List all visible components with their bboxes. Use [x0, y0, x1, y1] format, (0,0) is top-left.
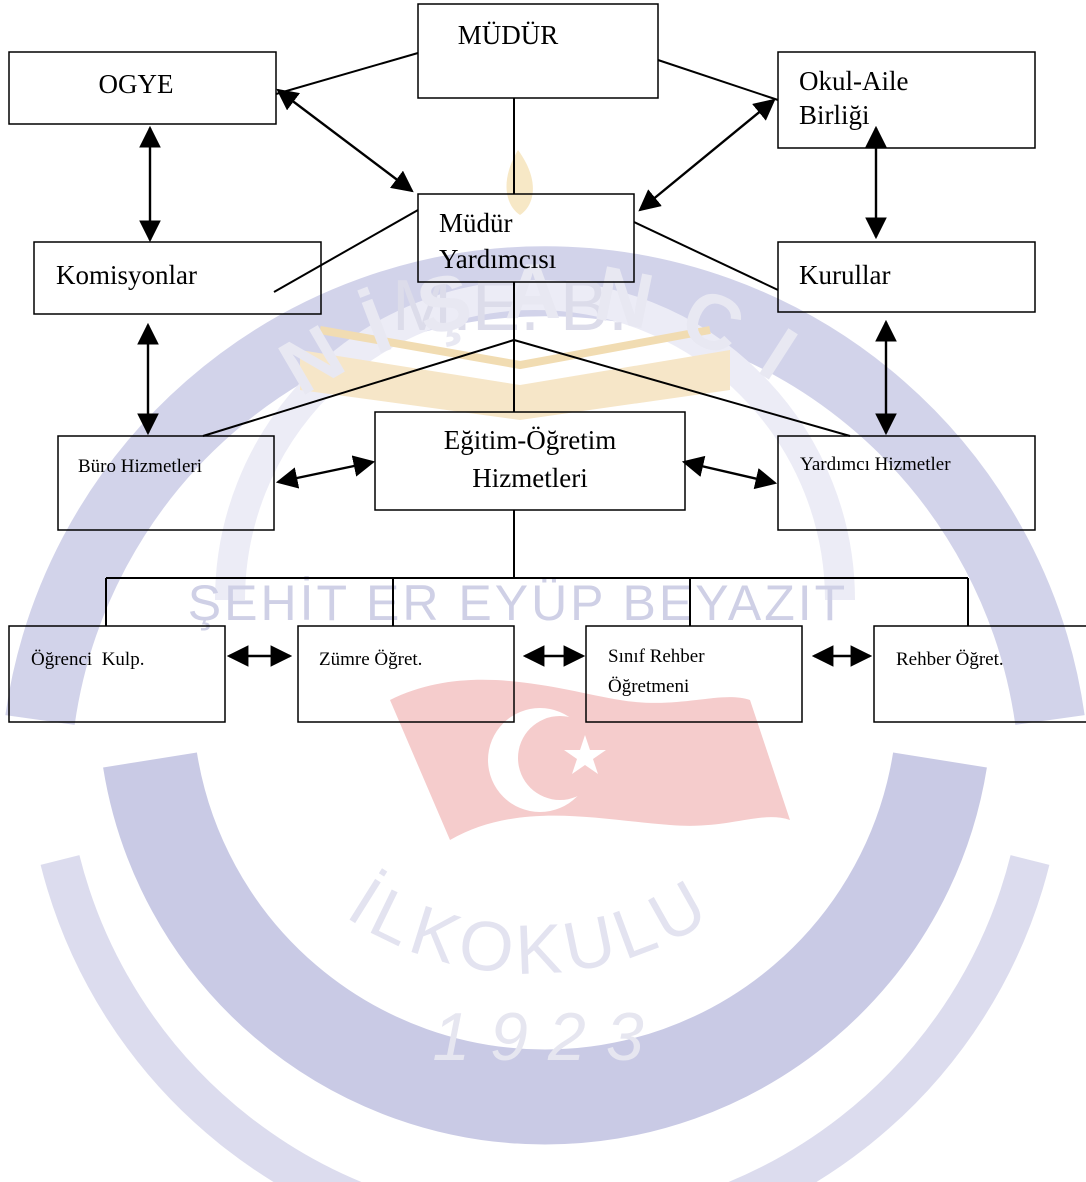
line-yardimci-kurullar: [633, 221, 779, 291]
label-okul-aile-line2: Birliği: [799, 100, 870, 130]
line-apex-buro: [202, 339, 515, 437]
label-sinif-line2: Öğretmeni: [608, 676, 689, 697]
seal-inner-ring: [215, 280, 855, 601]
labels: MÜDÜR OGYE Okul-Aile Birliği Müdür Yardı…: [31, 20, 1004, 697]
label-mudur-yardimcisi-line1: Müdür: [439, 208, 513, 238]
label-egitim-line1: Eğitim-Öğretim: [444, 425, 616, 455]
box-sinif: [585, 625, 803, 723]
label-buro: Büro Hizmetleri: [78, 456, 202, 477]
box-rehber: [873, 625, 1086, 723]
box-buro: [57, 435, 275, 531]
box-kurullar: [777, 241, 1036, 313]
label-yardimci-hizmetler: Yardımcı Hizmetler: [800, 454, 951, 475]
label-okul-aile-line1: Okul-Aile: [799, 66, 908, 96]
box-yardimci-hizmetler: [777, 435, 1036, 531]
label-rehber: Rehber Öğret.: [896, 649, 1004, 670]
seal-lower-band: [40, 855, 1050, 1182]
label-zumre: Zümre Öğret.: [319, 649, 422, 670]
seal-initials: M.E. B.: [392, 266, 628, 346]
box-mudur-yardimcisi: [417, 193, 635, 283]
arrow-buro-egitim: [275, 455, 376, 489]
box-ogye: [8, 51, 277, 125]
line-apex-yardimci-hizmetler: [513, 339, 851, 437]
box-okul-aile: [777, 51, 1036, 149]
seal-arc-middle-text: ŞEHİT ER EYÜP BEYAZIT: [188, 575, 848, 631]
label-kurullar: Kurullar: [799, 260, 890, 290]
line-mudur-okul-aile: [657, 59, 779, 101]
seal-outer-ring-lower: [103, 752, 987, 1145]
seal-torch-icon: [506, 150, 533, 215]
arrows: [137, 88, 897, 667]
seal-arc-bottom-text: İLKOKULU: [336, 862, 724, 989]
arrow-ogye-yardimci: [276, 88, 414, 193]
arrow-egitim-yardimci-hizmetler: [681, 455, 778, 490]
label-ogye: OGYE: [99, 69, 174, 99]
seal-year: 1923: [432, 999, 663, 1075]
label-komisyonlar: Komisyonlar: [56, 260, 197, 290]
connectors: [105, 52, 969, 626]
turkish-flag-icon: [390, 679, 790, 840]
boxes: [8, 3, 1086, 723]
label-mudur-yardimcisi-line2: Yardımcısı: [439, 244, 556, 274]
box-ogrenci: [8, 625, 226, 723]
box-mudur: [417, 3, 659, 99]
box-egitim: [374, 411, 686, 511]
label-sinif-line1: Sınıf Rehber: [608, 646, 705, 667]
label-mudur: MÜDÜR: [458, 20, 559, 50]
box-zumre: [297, 625, 515, 723]
line-yardimci-komisyonlar: [273, 209, 419, 293]
line-mudur-ogye: [275, 52, 419, 95]
arrow-okul-aile-yardimci: [638, 98, 776, 212]
box-komisyonlar: [33, 241, 322, 315]
label-ogrenci: Öğrenci Kulp.: [31, 649, 144, 670]
label-egitim-line2: Hizmetleri: [472, 463, 587, 493]
